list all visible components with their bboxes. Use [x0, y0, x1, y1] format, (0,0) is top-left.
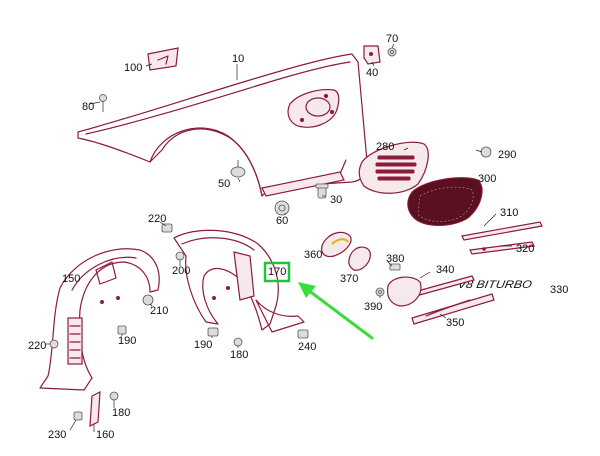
clip-part-380	[389, 263, 401, 271]
fender-part-10	[77, 53, 368, 197]
lamp-part-370	[348, 246, 371, 271]
label-40: 40	[366, 67, 378, 79]
label-340: 340	[436, 264, 454, 276]
label-50: 50	[218, 178, 230, 190]
label-230: 230	[48, 429, 66, 441]
label-190-center: 190	[194, 339, 212, 351]
badge-part-350	[411, 293, 495, 325]
label-180-left: 180	[112, 407, 130, 419]
label-240: 240	[298, 341, 316, 353]
lamp-housing-part-380	[386, 276, 422, 307]
screw-part-80	[99, 94, 107, 112]
v8-biturbo-badge-text: V8 BITURBO	[457, 279, 534, 291]
label-150: 150	[62, 273, 80, 285]
label-100: 100	[124, 62, 142, 74]
label-280: 280	[376, 141, 394, 153]
label-70: 70	[386, 33, 398, 45]
clip-part-220-center	[161, 223, 173, 233]
label-190-left: 190	[118, 335, 136, 347]
label-180-center: 180	[230, 349, 248, 361]
clip-part-200	[175, 251, 185, 266]
screw-part-180-center	[233, 337, 243, 347]
label-210: 210	[150, 305, 168, 317]
label-390: 390	[364, 301, 382, 313]
label-350: 350	[446, 317, 464, 329]
label-360: 360	[304, 249, 322, 261]
badge-part-330: V8 BITURBO	[457, 279, 534, 291]
highlight-callout	[263, 261, 374, 340]
bracket-part-100	[147, 47, 179, 71]
lamp-part-360	[321, 231, 352, 258]
label-10: 10	[232, 53, 244, 65]
label-290: 290	[498, 149, 516, 161]
trim-strip-part-320	[469, 241, 535, 255]
label-330: 330	[550, 284, 568, 296]
inner-liner-part-170	[173, 229, 305, 333]
clip-part-240	[297, 329, 309, 339]
vent-grille-part-300	[407, 177, 483, 226]
label-380: 380	[386, 253, 404, 265]
label-170: 170	[268, 266, 286, 278]
nut-part-70	[387, 47, 397, 57]
leader-lines	[46, 43, 512, 432]
bracket-part-40	[363, 45, 381, 65]
pointer-arrow-shaft	[306, 288, 374, 340]
label-220-center: 220	[148, 213, 166, 225]
grommet-part-60	[274, 200, 290, 216]
part-number-labels: 10 100 40 70 80 280 290 300 50 60 30 310…	[28, 33, 568, 441]
clip-part-50	[230, 160, 246, 178]
bolt-part-30	[315, 183, 329, 199]
label-30: 30	[330, 194, 342, 206]
label-320: 320	[516, 243, 534, 255]
clip-part-190-center	[207, 327, 219, 337]
screw-part-390	[375, 287, 385, 297]
clip-part-190-left	[117, 325, 127, 335]
bracket-part-160	[89, 390, 101, 428]
label-160: 160	[96, 429, 114, 441]
pointer-arrow-head	[298, 282, 316, 298]
label-200: 200	[172, 265, 190, 277]
vent-frame-part-280	[358, 141, 429, 194]
clip-part-220-left	[49, 339, 59, 349]
clip-part-290	[475, 146, 492, 158]
label-80: 80	[82, 101, 94, 113]
label-220-left: 220	[28, 340, 46, 352]
clip-part-230	[73, 411, 83, 421]
trim-strip-part-310	[461, 221, 543, 241]
screw-part-180-left	[109, 391, 119, 408]
label-300: 300	[478, 173, 496, 185]
highlight-box-170	[263, 261, 291, 283]
washer-part-210	[142, 294, 154, 306]
label-310: 310	[500, 207, 518, 219]
label-60: 60	[276, 215, 288, 227]
wheel-arch-liner-part-150	[39, 248, 160, 391]
label-370: 370	[340, 273, 358, 285]
